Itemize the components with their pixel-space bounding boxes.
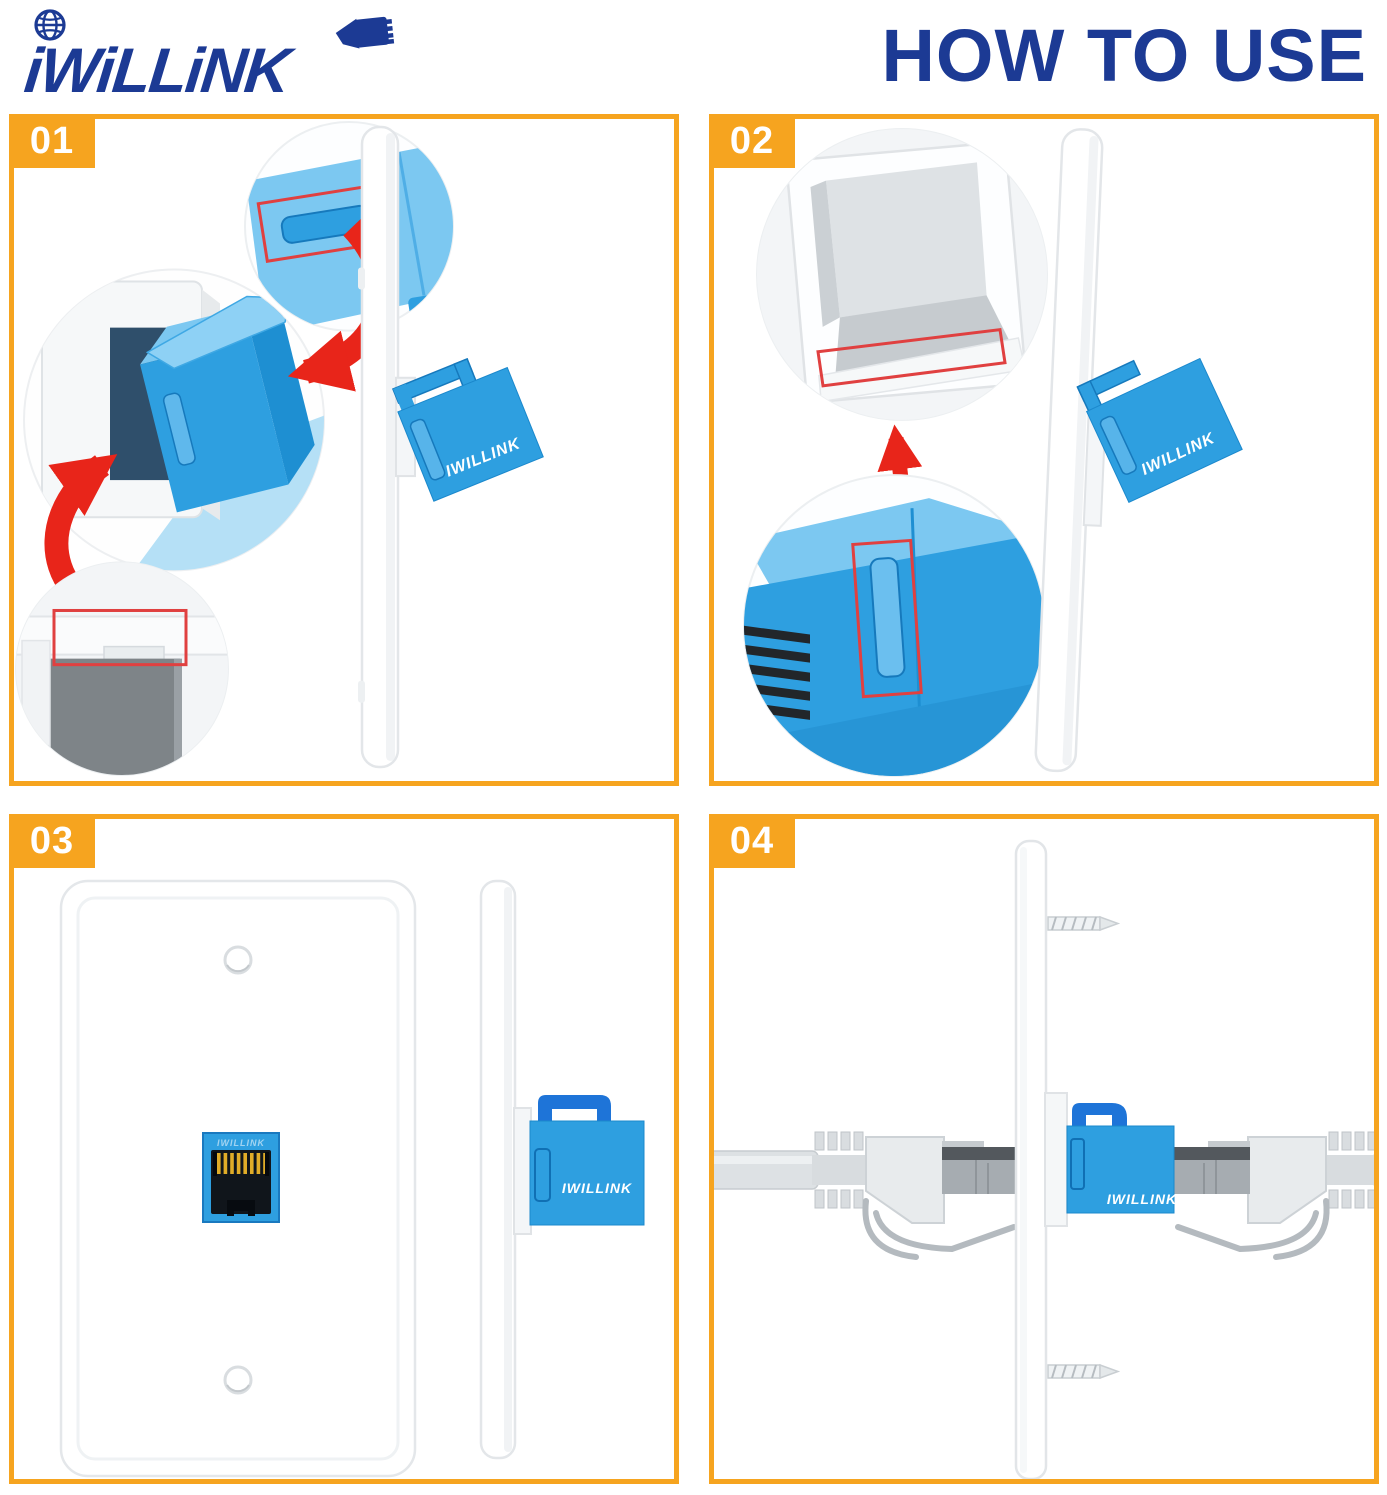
step-number-badge: 04 <box>709 814 795 868</box>
page-header: iWiLLiNK HOW TO USE <box>0 0 1387 112</box>
wallplate-front-view: IWILLINK <box>59 879 417 1478</box>
page-title: HOW TO USE <box>881 14 1367 97</box>
rj45-port-front: IWILLINK <box>202 1132 280 1223</box>
keystone-jack: IWILLINK <box>1066 1103 1177 1214</box>
jack-label-front: IWILLINK <box>217 1138 265 1148</box>
step-03-illustration: IWILLINK <box>59 879 645 1478</box>
step-number: 02 <box>729 119 775 162</box>
patch-cable-right <box>1174 1132 1374 1257</box>
wallplate-side-view: IWILLINK <box>479 879 645 1460</box>
wallplate-side-view <box>1014 839 1068 1479</box>
step-number: 04 <box>729 819 775 862</box>
step-panel-03: 03 IWILLINK <box>9 814 679 1484</box>
inset-circle-plate-back-opening <box>756 128 1048 421</box>
screw-hole-top <box>223 945 253 975</box>
logo-text: iWiLLiNK <box>21 36 298 106</box>
step-number-badge: 02 <box>709 114 795 168</box>
keystone-jack-side: IWILLINK <box>391 357 544 502</box>
step-number: 01 <box>29 119 75 162</box>
wallplate-side-view-tilted <box>1034 128 1107 773</box>
ethernet-plug-icon <box>335 16 395 49</box>
inset-circle-jack-side-tab <box>743 474 1045 777</box>
highlight-box-jack-tab <box>851 538 923 699</box>
jack-pins <box>744 625 810 720</box>
step-number: 03 <box>29 819 75 862</box>
inset-circle-plate-slot <box>15 561 229 776</box>
step-04-illustration: IWILLINK <box>714 839 1374 1479</box>
step-panel-01: 01 <box>9 114 679 786</box>
step-02-illustration: IWILLINK <box>743 128 1243 777</box>
step-01-illustration: IWILLINK <box>15 121 544 776</box>
screw-hole-bottom <box>223 1365 253 1395</box>
steps-grid: 01 <box>0 112 1387 1484</box>
patch-cable-left <box>714 1132 1018 1257</box>
step-number-badge: 03 <box>9 814 95 868</box>
globe-icon <box>34 9 66 41</box>
step-number-badge: 01 <box>9 114 95 168</box>
step-panel-04: 04 <box>709 814 1379 1484</box>
highlight-box-plate-slot <box>816 327 1007 388</box>
jack-label: IWILLINK <box>562 1180 632 1196</box>
mounting-screw-bottom <box>1047 1363 1121 1380</box>
keystone-jack-side: IWILLINK <box>529 1095 645 1226</box>
step-panel-02: 02 <box>709 114 1379 786</box>
mounting-screw-top <box>1047 915 1121 932</box>
brand-logo: iWiLLiNK <box>14 4 454 108</box>
inset-circle-jack-top-tab <box>244 121 454 332</box>
jack-label: IWILLINK <box>1107 1191 1177 1207</box>
highlight-box-slot <box>52 608 188 667</box>
